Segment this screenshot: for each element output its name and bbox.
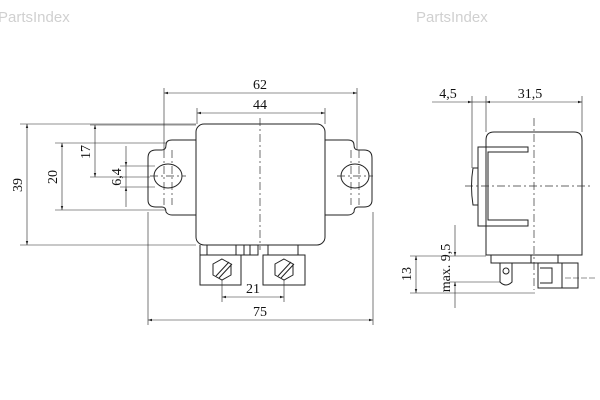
watermark-right: PartsIndex [416, 9, 488, 26]
dim-44: 44 [253, 98, 267, 113]
dim-39: 39 [11, 178, 26, 192]
side-bracket [477, 146, 529, 227]
dim-4-5: 4,5 [439, 87, 457, 102]
dim-31-5: 31,5 [518, 87, 543, 102]
dim-13: 13 [400, 267, 415, 281]
dim-17: 17 [79, 145, 94, 159]
front-view: 62 44 39 17 20 6,4 21 75 [11, 78, 374, 325]
dim-6-4: 6,4 [110, 168, 125, 186]
dim-max-9-5: max. 9,5 [439, 244, 454, 293]
dim-62: 62 [253, 78, 267, 93]
watermark-left: PartsIndex [0, 9, 70, 26]
dim-75: 75 [253, 305, 267, 320]
side-body [485, 131, 583, 256]
dim-20: 20 [46, 170, 61, 184]
side-view: 4,5 31,5 13 max. 9,5 [400, 87, 595, 308]
dim-21: 21 [246, 282, 260, 297]
relay-body [195, 123, 326, 246]
